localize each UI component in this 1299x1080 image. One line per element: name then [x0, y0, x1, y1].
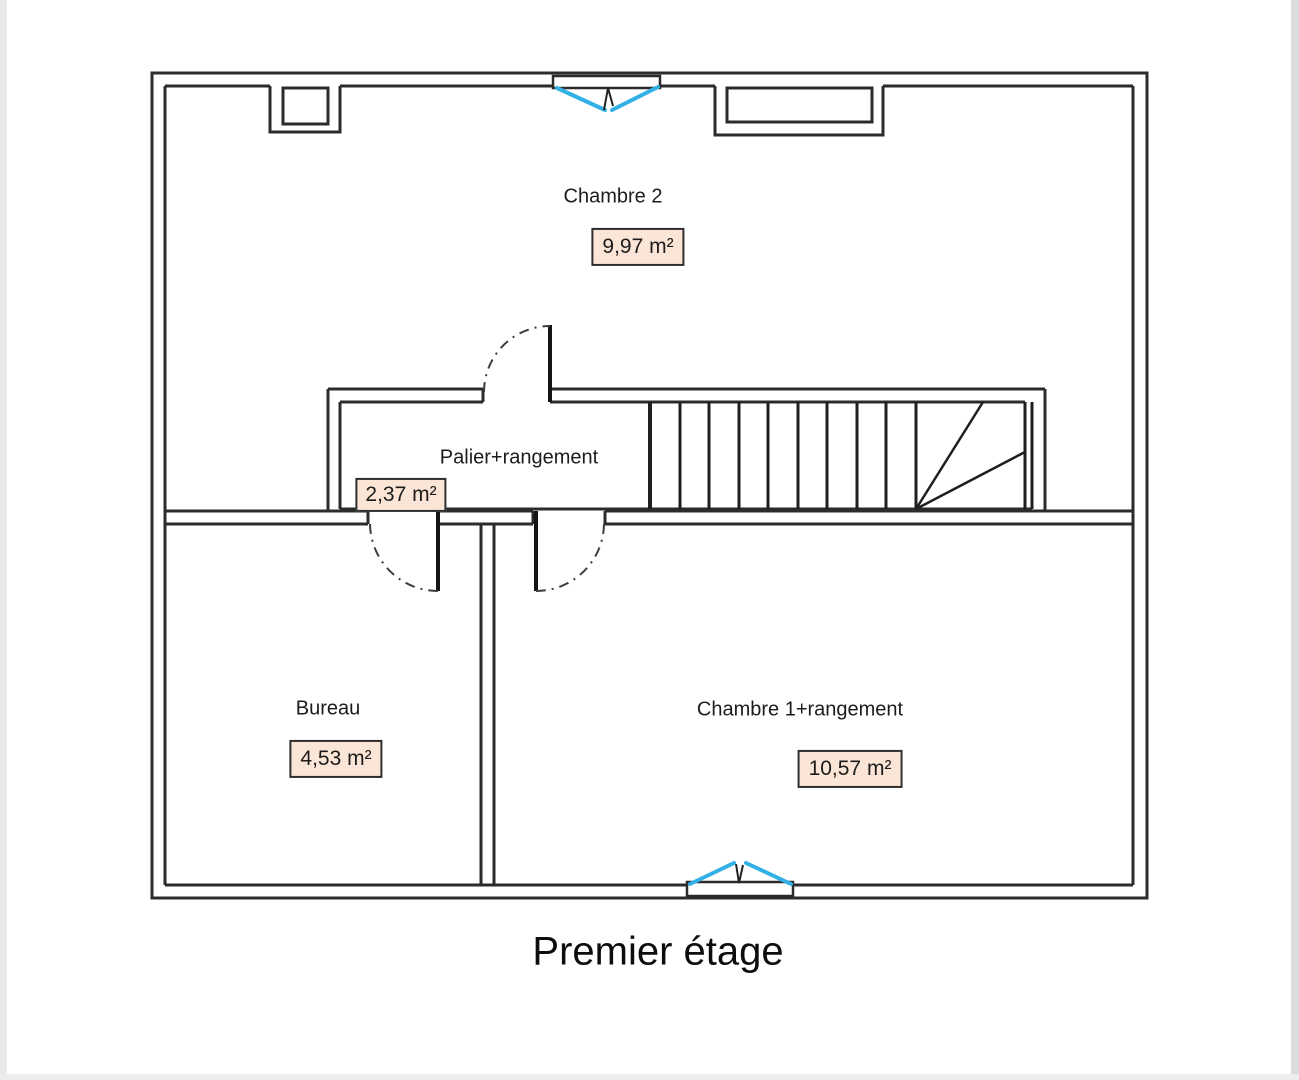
- interior-walls: [165, 387, 1133, 526]
- window-bottom: [685, 861, 795, 898]
- chimney-flue: [281, 86, 330, 126]
- area-badge-palier: 2,37 m²: [355, 477, 447, 513]
- wall-recess-outline: [713, 86, 885, 137]
- staircase: [648, 401, 1034, 511]
- window-bottom-tick: [735, 863, 744, 884]
- area-badge-chambre2: 9,97 m²: [591, 227, 685, 267]
- window-bottom-sash: [688, 861, 793, 886]
- floor-title: Premier étage: [532, 929, 784, 974]
- outer-wall: [150, 71, 1149, 900]
- stair-risers: [678, 402, 918, 509]
- stair-winders: [914, 401, 1026, 511]
- page-edge-right: [1291, 0, 1299, 1080]
- door-arc-chambre2: [483, 325, 551, 393]
- page-edge-bottom: [0, 1074, 1299, 1080]
- window-top-frame: [551, 74, 662, 90]
- inner-wall: [163, 84, 1135, 887]
- room-label-chambre2: Chambre 2: [563, 185, 663, 208]
- wall-recess-window: [725, 86, 874, 124]
- stair-right-edge: [1023, 402, 1034, 509]
- door-leaves: [436, 325, 552, 591]
- room-label-bureau: Bureau: [295, 697, 361, 720]
- window-top-sash: [555, 85, 660, 112]
- chimney-outline: [268, 86, 342, 134]
- door-arc-chambre1: [535, 523, 605, 592]
- area-badge-chambre1: 10,57 m²: [797, 749, 903, 789]
- room-label-palier: Palier+rangement: [439, 446, 599, 469]
- bureau-chambre1-wall: [479, 524, 496, 885]
- window-top-tick: [603, 87, 614, 111]
- area-badge-bureau: 4,53 m²: [289, 739, 383, 779]
- room-label-chambre1: Chambre 1+rangement: [696, 698, 904, 721]
- door-arc-bureau: [369, 523, 439, 592]
- window-bottom-frame: [685, 880, 795, 898]
- window-top: [551, 74, 662, 112]
- page-edge-left: [0, 0, 7, 1080]
